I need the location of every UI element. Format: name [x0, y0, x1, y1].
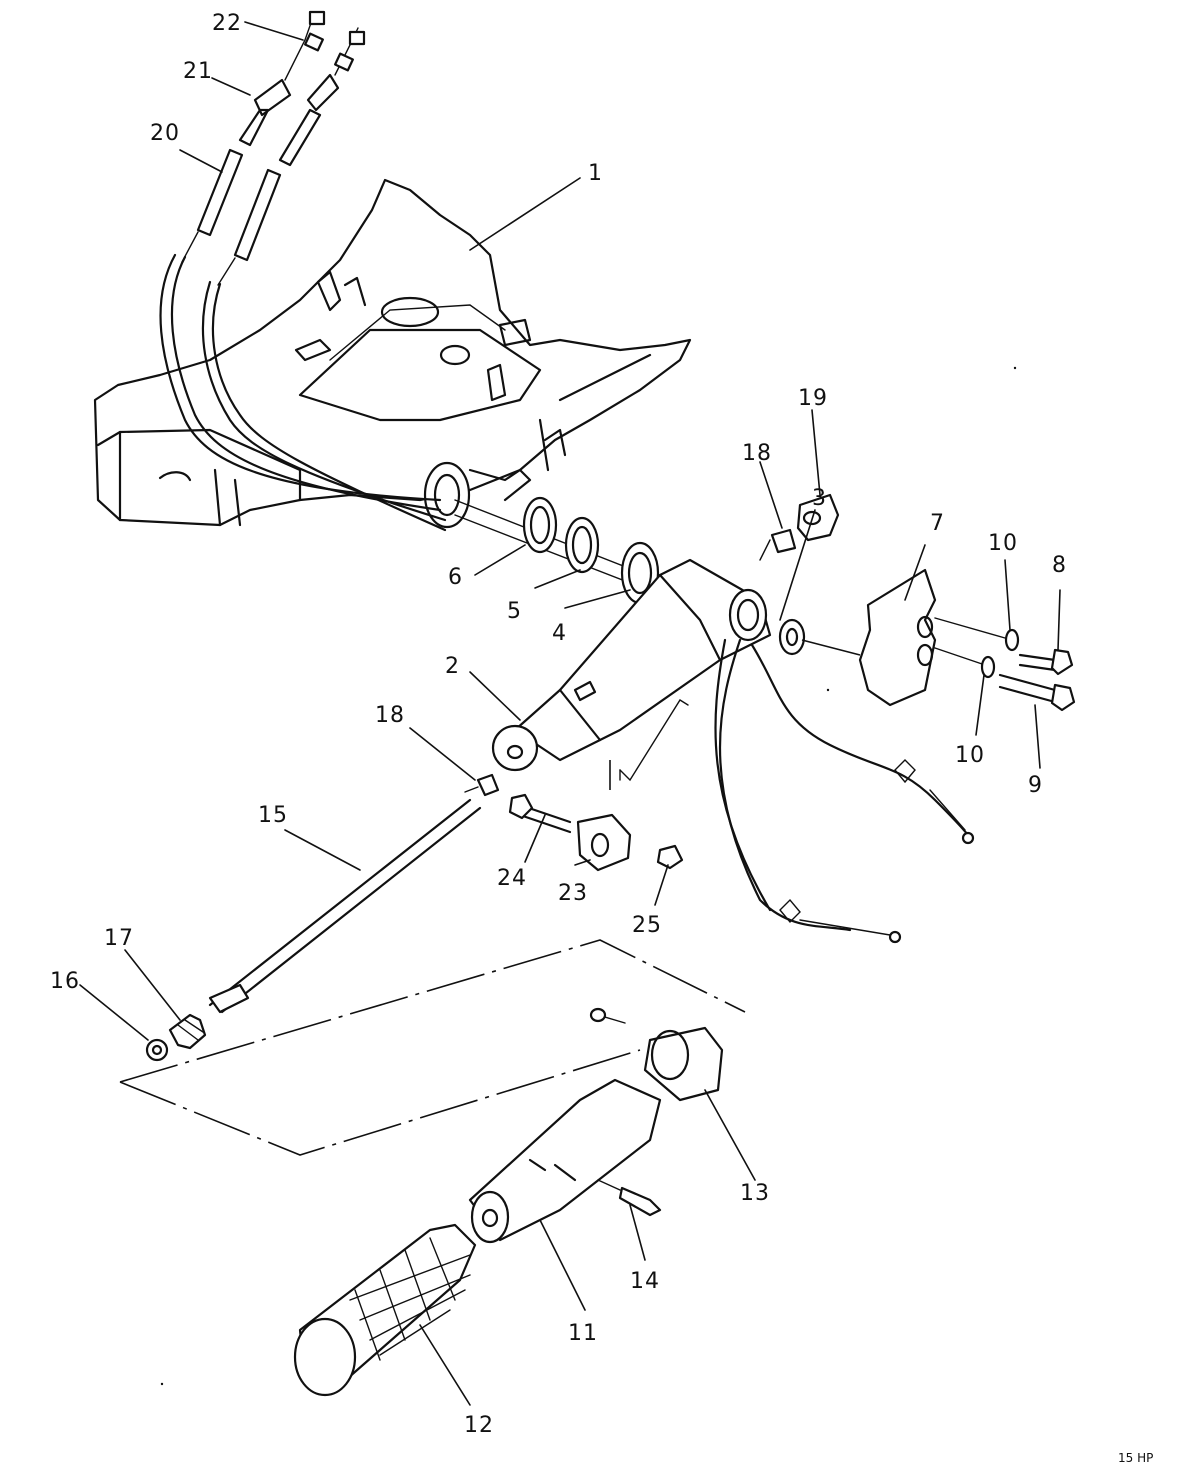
scan-dot [160, 1382, 164, 1386]
callout-14: 14 [630, 1269, 660, 1294]
callout-7: 7 [930, 511, 945, 536]
part-1-bracket [93, 178, 692, 529]
callout-19: 19 [798, 386, 828, 411]
callout-2: 2 [445, 654, 460, 679]
callout-20: 20 [150, 121, 180, 146]
scan-dot [1013, 366, 1017, 370]
callout-4: 4 [552, 621, 567, 646]
callout-6: 6 [448, 565, 463, 590]
callout-10a: 10 [988, 531, 1018, 556]
callout-15: 15 [258, 803, 288, 828]
callout-3: 3 [812, 486, 827, 511]
part-20-22-cables [159, 10, 447, 532]
part-7-cover [801, 568, 1006, 707]
callout-17: 17 [104, 926, 134, 951]
callout-11: 11 [568, 1321, 598, 1346]
callout-18a: 18 [375, 703, 405, 728]
part-23-25-clamp [508, 769, 684, 872]
corner-mark: 15 HP [1118, 1451, 1153, 1464]
callout-8: 8 [1052, 553, 1067, 578]
leader-lines [79, 21, 1061, 1406]
callout-18b: 18 [742, 441, 772, 466]
callout-12: 12 [464, 1413, 494, 1438]
callout-labels: 1 2 3 4 5 6 7 8 9 10 10 11 12 13 14 15 1… [50, 11, 1153, 1464]
callout-23: 23 [558, 881, 588, 906]
part-15-17-shaft [145, 798, 482, 1062]
callout-10b: 10 [955, 743, 985, 768]
scan-dot [826, 688, 830, 692]
callout-25: 25 [632, 913, 662, 938]
part-18-19-3 [464, 493, 840, 797]
part-2-tiller-arm [491, 558, 975, 944]
callout-22: 22 [212, 11, 242, 36]
callout-21: 21 [183, 59, 213, 84]
callout-9: 9 [1028, 773, 1043, 798]
part-12-grip [293, 1223, 477, 1397]
callout-1: 1 [588, 161, 603, 186]
callout-16: 16 [50, 969, 80, 994]
callout-24: 24 [497, 866, 527, 891]
group-outline [119, 760, 746, 1156]
part-8-9-bolts [980, 628, 1076, 712]
callout-5: 5 [507, 599, 522, 624]
part-11-throttle-sleeve [468, 1007, 724, 1244]
callout-13: 13 [740, 1181, 770, 1206]
